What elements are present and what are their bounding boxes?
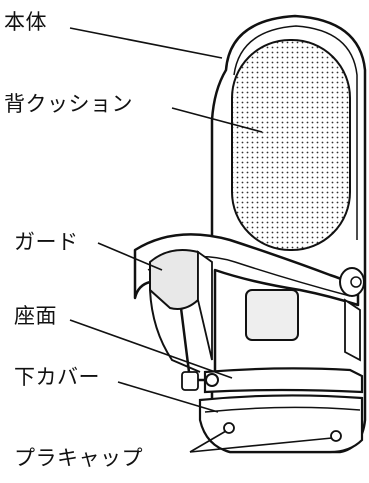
leader-body <box>69 27 223 59</box>
guard-front-edge <box>149 289 201 373</box>
label-seat: 座面 <box>14 304 57 328</box>
leader-lower-cover <box>117 381 219 413</box>
seat-screw <box>205 373 219 387</box>
plastic-cap-left <box>223 422 235 434</box>
label-guard: ガード <box>14 230 79 254</box>
label-body: 本体 <box>4 10 47 34</box>
label-back-cushion: 背クッション <box>4 92 133 116</box>
seat-shape <box>203 367 364 394</box>
body-inner-rim <box>233 25 358 240</box>
leader-guard <box>97 242 163 271</box>
right-bracket <box>344 298 361 362</box>
guard-face <box>149 249 199 310</box>
label-plastic-cap: プラキャップ <box>14 446 143 470</box>
guard-side <box>197 250 213 361</box>
seat-clip <box>181 371 199 391</box>
plastic-cap-right <box>330 430 342 442</box>
leader-cap-right <box>189 437 333 453</box>
leader-cap-left <box>189 430 227 453</box>
lower-cover-line <box>204 406 361 413</box>
label-lower-cover: 下カバー <box>14 365 100 389</box>
leader-seat <box>69 319 233 379</box>
leader-back-cushion <box>171 107 263 133</box>
back-cushion-shape <box>231 39 351 251</box>
side-knob-center <box>350 276 362 288</box>
leader-lines <box>69 27 333 453</box>
center-window <box>245 289 299 341</box>
